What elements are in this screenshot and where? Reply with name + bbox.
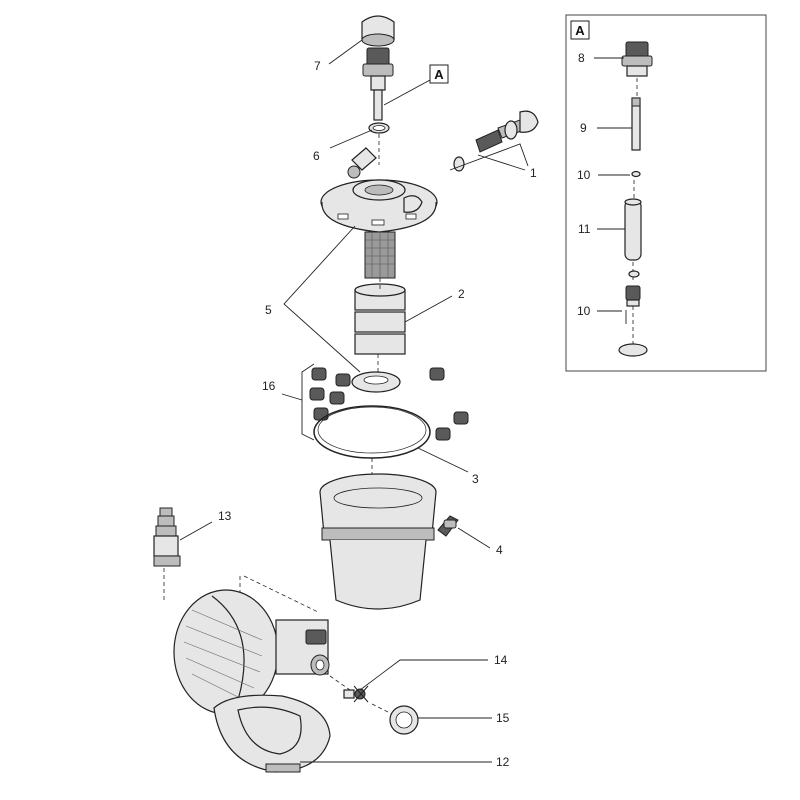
- part-3-housing-seal: [313, 405, 431, 459]
- part-10-oring-small: [631, 170, 641, 178]
- callout-3: 3: [472, 472, 479, 486]
- detail-inset-a: A 8 9 10 11: [565, 14, 767, 372]
- callout-5: 5: [265, 303, 272, 317]
- part-1-hose-tail-set: [347, 110, 539, 179]
- callout-13: 13: [218, 509, 232, 523]
- inset-tag-box: [570, 20, 590, 40]
- callout-4: 4: [496, 543, 503, 557]
- callout-1: 1: [530, 166, 537, 180]
- part-14-impeller: [329, 675, 369, 703]
- callout-7: 7: [314, 59, 321, 73]
- part-10-seal-set: [618, 270, 648, 357]
- part-11-quartz-tube: [624, 198, 642, 261]
- inset-tag: A: [575, 23, 585, 38]
- callout-12: 12: [496, 755, 510, 769]
- part-12-base-and-pump-housing: [173, 575, 331, 773]
- callout-10-upper: 10: [577, 168, 591, 182]
- part-7-cap-knob: [361, 15, 395, 121]
- part-2-filter-foams: [354, 283, 406, 355]
- part-13-stepped-hose-tail: [153, 507, 181, 567]
- part-5-lid: [320, 179, 438, 233]
- detail-a-tag-box: [429, 64, 449, 84]
- part-ring-support: [351, 371, 401, 393]
- part-housing: [319, 458, 437, 610]
- inset-frame: [565, 14, 767, 372]
- part-9-rod: [631, 97, 641, 151]
- callout-14: 14: [494, 653, 508, 667]
- part-5-strainer: [364, 231, 396, 279]
- part-8-connector: [621, 41, 653, 77]
- callout-2: 2: [458, 287, 465, 301]
- callout-16: 16: [262, 379, 276, 393]
- callout-10-lower: 10: [577, 304, 591, 318]
- callout-11: 11: [578, 222, 591, 236]
- callout-9: 9: [580, 121, 587, 135]
- part-4-clamp-lever: [437, 515, 459, 537]
- part-16-bio-media: [301, 363, 469, 441]
- part-15-union-nut: [371, 703, 419, 735]
- callout-8: 8: [578, 51, 585, 65]
- callout-15: 15: [496, 711, 510, 725]
- part-6-oring: [368, 122, 390, 134]
- callout-6: 6: [313, 149, 320, 163]
- detail-a-tag: A: [434, 67, 444, 82]
